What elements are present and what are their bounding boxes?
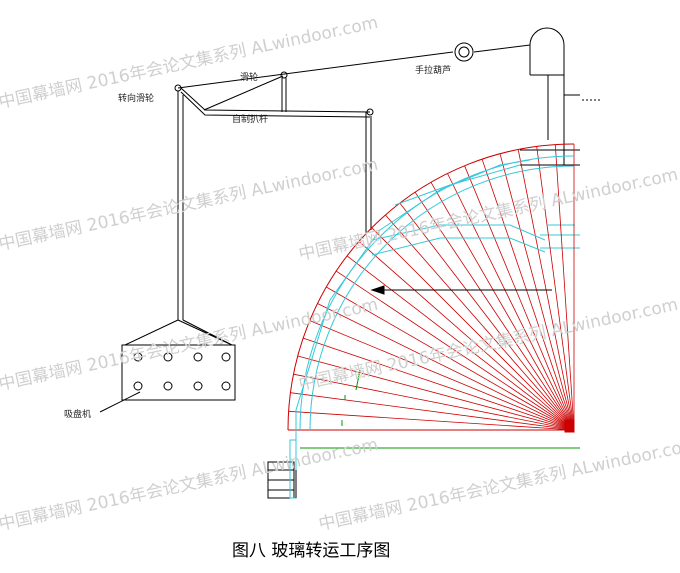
label-pulley: 滑轮	[240, 71, 258, 83]
rotation-ray	[371, 227, 575, 431]
rotation-ray	[290, 392, 575, 431]
rotation-ray	[554, 144, 575, 431]
rotation-ray	[346, 255, 575, 431]
rotation-ray	[414, 191, 575, 431]
rotation-ray	[297, 355, 575, 431]
direction-arrow	[370, 285, 552, 295]
green-marks	[300, 369, 580, 449]
rotation-ray	[317, 303, 575, 431]
rotation-ray	[430, 182, 575, 431]
figure-caption: 图八 玻璃转运工序图	[232, 541, 390, 561]
rotation-ray	[303, 337, 575, 431]
rotation-ray	[536, 146, 575, 431]
rigging	[124, 42, 531, 346]
label-hoist: 手拉葫芦	[415, 64, 451, 76]
watermark: 中国幕墙网 2016年会论文集系列 ALwindoor.com	[0, 13, 380, 113]
rotation-ray	[326, 286, 575, 431]
rotation-ray	[309, 320, 575, 431]
anchor-base	[267, 439, 297, 499]
rotation-ray	[288, 410, 575, 431]
suction-cup-frame	[99, 344, 236, 413]
label-auto-rod: 自制扒杆	[232, 113, 268, 125]
rotation-ray	[293, 373, 575, 431]
label-suction-cup: 吸盘机	[64, 408, 91, 420]
rotation-ray	[335, 270, 575, 431]
rotation-ray	[481, 159, 575, 431]
hoist-hook-icon	[454, 42, 474, 62]
rotation-ray	[499, 153, 575, 431]
rotation-arc	[287, 143, 575, 433]
rotation-rays	[288, 144, 575, 431]
rotation-ray	[358, 241, 575, 431]
rotation-ray	[385, 214, 575, 431]
label-steer-pulley: 转向滑轮	[118, 92, 154, 104]
rotation-ray	[447, 173, 575, 431]
rotation-ray	[464, 165, 575, 431]
pulley-icon	[280, 71, 288, 79]
building-structure	[520, 27, 600, 249]
glass-positions	[295, 155, 575, 470]
